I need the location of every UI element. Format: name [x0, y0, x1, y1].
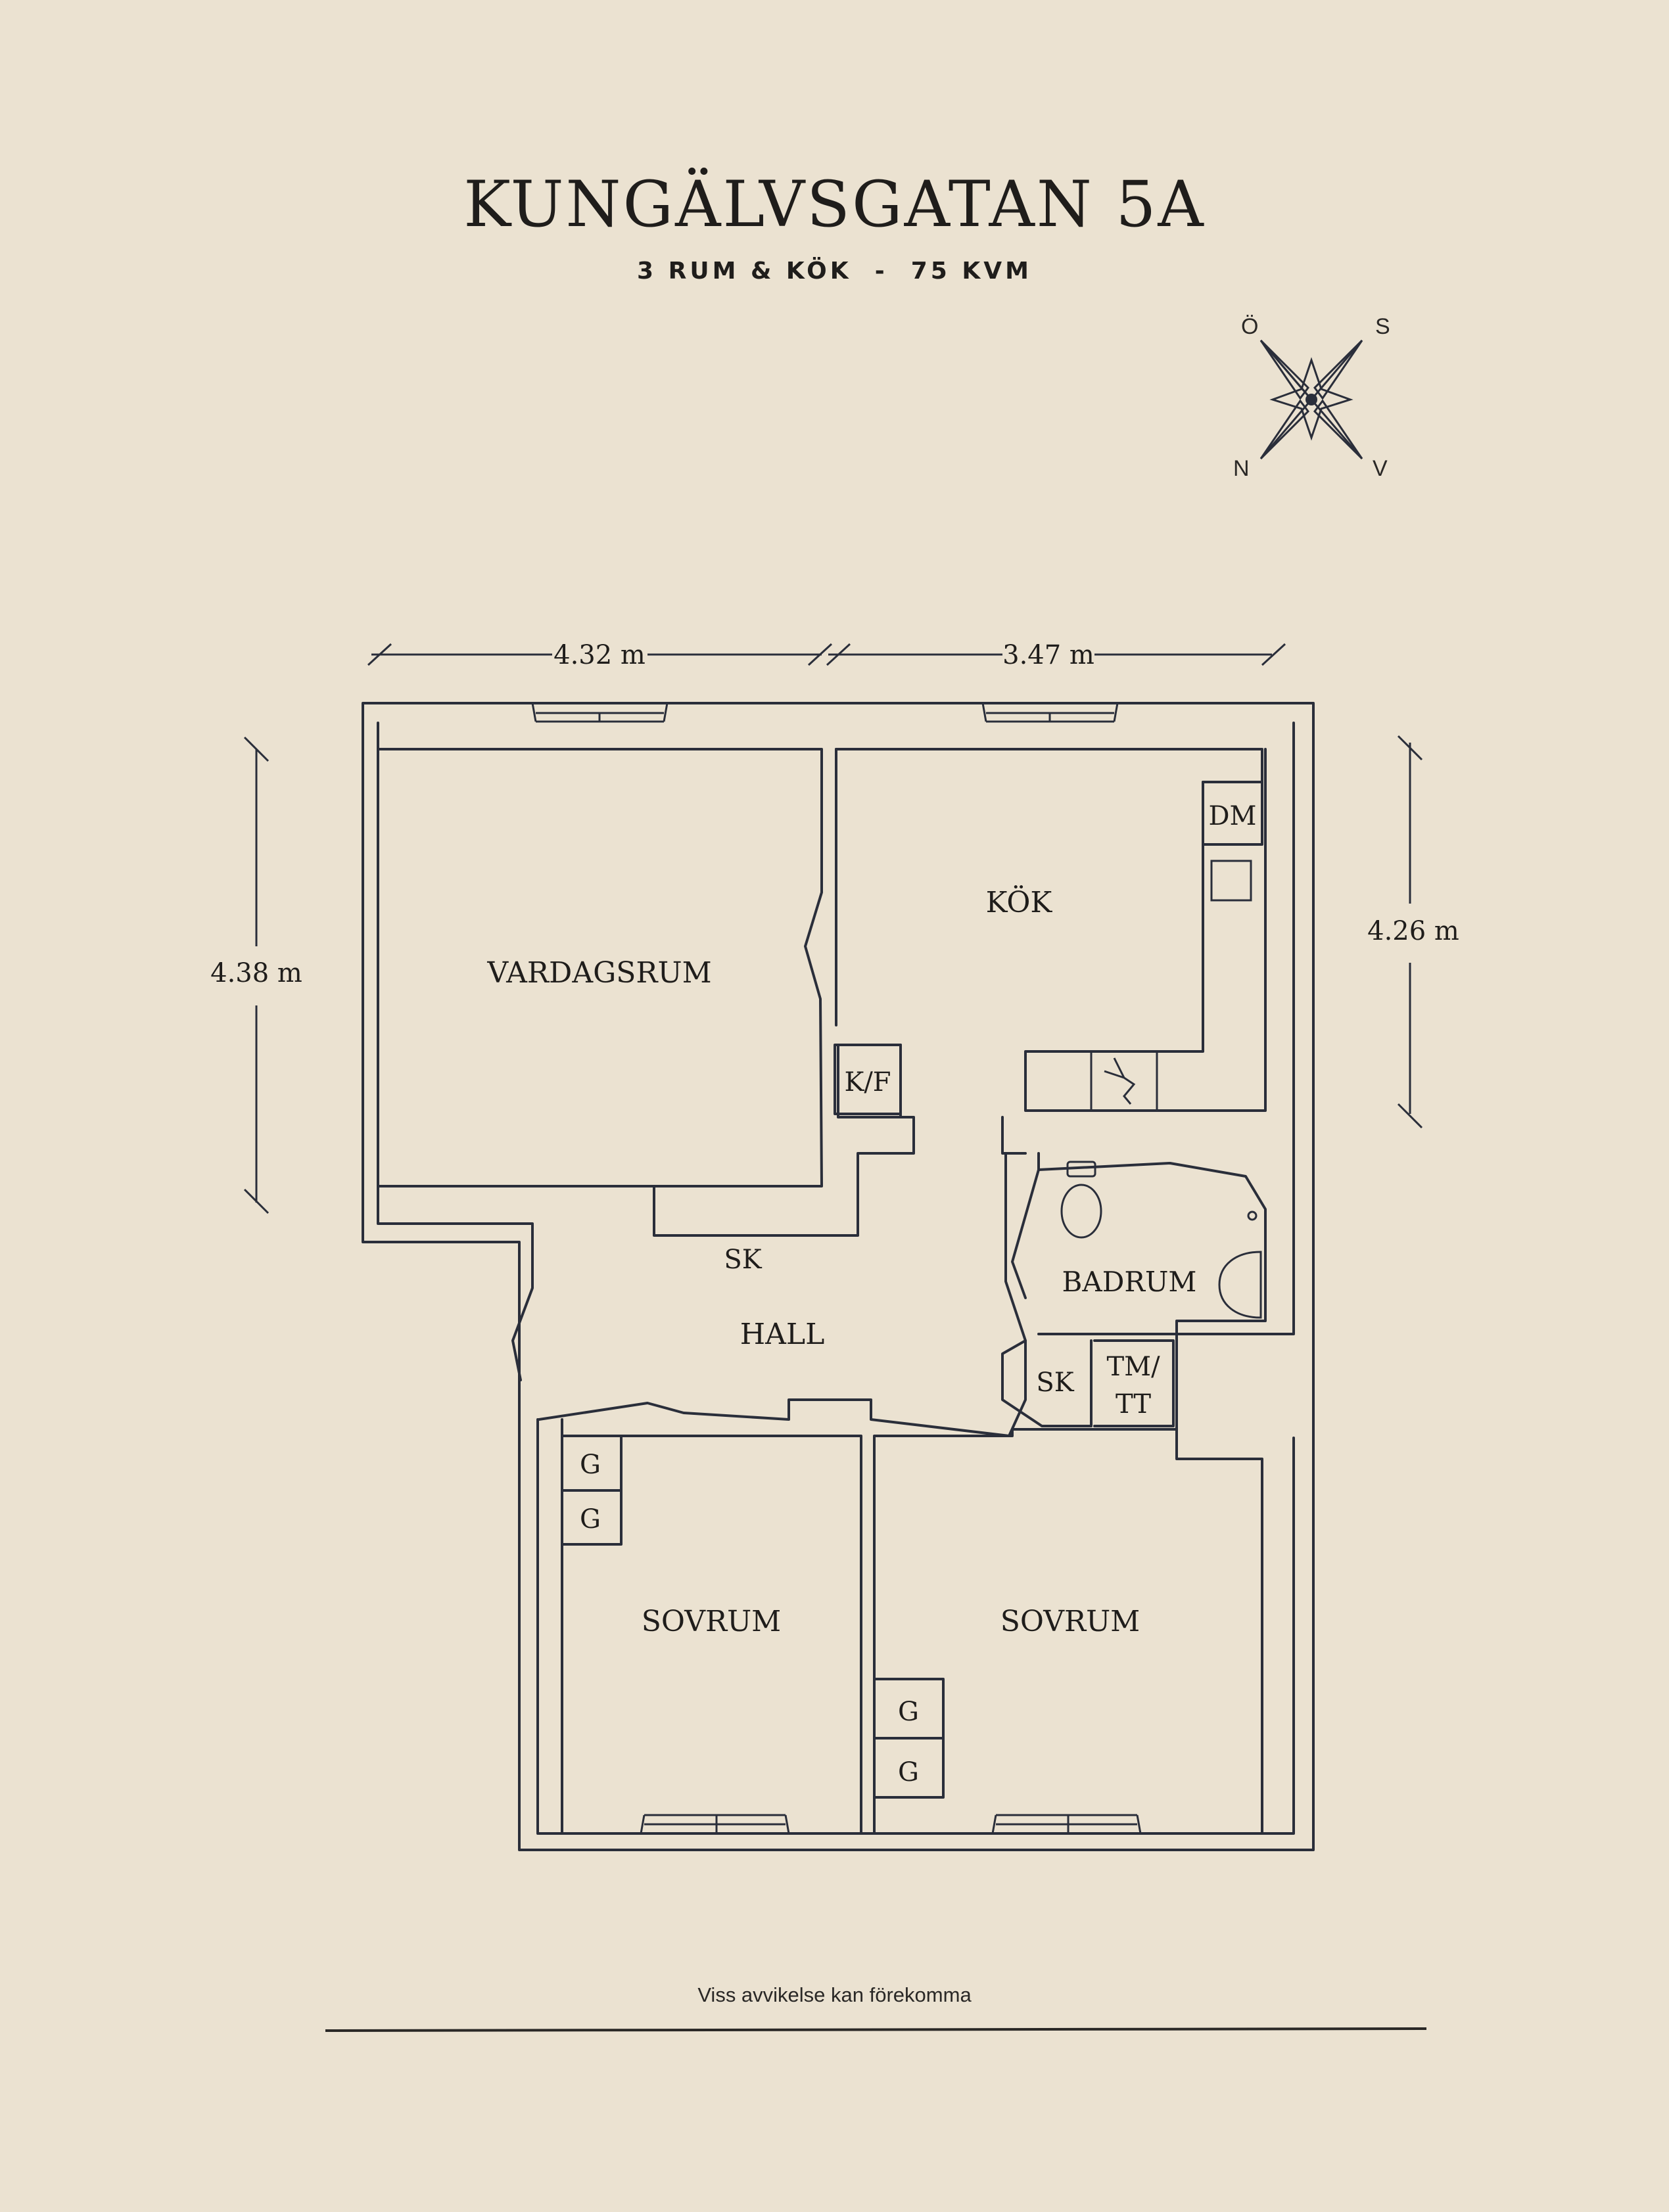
- label-tt: TT: [1116, 1389, 1151, 1419]
- footer-divider: [325, 2027, 1427, 2032]
- page-title: KUNGÄLVSGATAN 5A: [463, 168, 1206, 241]
- label-g-wardrobe-1: G: [580, 1450, 601, 1480]
- disclaimer-text: Viss avvikelse kan förekomma: [697, 1983, 972, 2006]
- room-label-sovrum-left: SOVRUM: [642, 1605, 781, 1638]
- label-dm: DM: [1208, 801, 1256, 831]
- room-label-vardagsrum: VARDAGSRUM: [486, 956, 711, 990]
- compass-star-icon: [1259, 339, 1363, 460]
- label-sk-hall: SK: [724, 1245, 762, 1275]
- dimension-top-right-label: 3.47 m: [1002, 640, 1094, 670]
- dimension-left-label: 4.38 m: [210, 958, 302, 988]
- stove-icon: [1210, 860, 1252, 902]
- compass-o-label: Ö: [1241, 314, 1258, 339]
- compass-v-label: V: [1373, 456, 1388, 481]
- label-g-wardrobe-3: G: [898, 1697, 919, 1727]
- toilet-icon: [1060, 1184, 1102, 1239]
- label-sk-bath: SK: [1036, 1368, 1074, 1398]
- compass-n-label: N: [1233, 456, 1250, 481]
- room-label-kok: KÖK: [986, 885, 1053, 919]
- sink-icon: [1218, 1251, 1262, 1319]
- fridge-cabinet: [834, 1044, 902, 1115]
- chimney-icon: [1090, 1051, 1158, 1111]
- shower-icon: [1247, 1210, 1258, 1221]
- page-subtitle: 3 RUM & KÖK - 75 KVM: [637, 258, 1032, 285]
- compass-s-label: S: [1375, 314, 1390, 339]
- room-label-sovrum-right: SOVRUM: [1000, 1605, 1140, 1638]
- compass-rose: Ö S N V: [1233, 314, 1390, 481]
- dimension-left: 4.38 m: [210, 736, 302, 1214]
- label-kf: K/F: [844, 1067, 891, 1097]
- room-labels: VARDAGSRUM KÖK DM K/F SK HALL BADRUM SK …: [486, 801, 1256, 1787]
- dimension-right-label: 4.26 m: [1367, 916, 1459, 946]
- kitchen-fixtures: [834, 860, 1252, 1115]
- windows: [531, 703, 1142, 1834]
- dimension-right: 4.26 m: [1367, 735, 1459, 1129]
- label-tm: TM/: [1106, 1352, 1160, 1382]
- dimension-top-left: 4.32 m: [367, 640, 833, 670]
- label-g-wardrobe-4: G: [898, 1757, 919, 1787]
- room-label-hall: HALL: [740, 1318, 825, 1351]
- dimension-top-right: 3.47 m: [826, 640, 1286, 670]
- bathroom-fixtures: [1060, 1161, 1262, 1319]
- label-g-wardrobe-2: G: [580, 1504, 601, 1534]
- dimension-top-left-label: 4.32 m: [553, 640, 646, 670]
- room-label-badrum: BADRUM: [1062, 1266, 1197, 1298]
- interior-walls: [377, 748, 1267, 1835]
- toilet-tank-icon: [1066, 1161, 1096, 1178]
